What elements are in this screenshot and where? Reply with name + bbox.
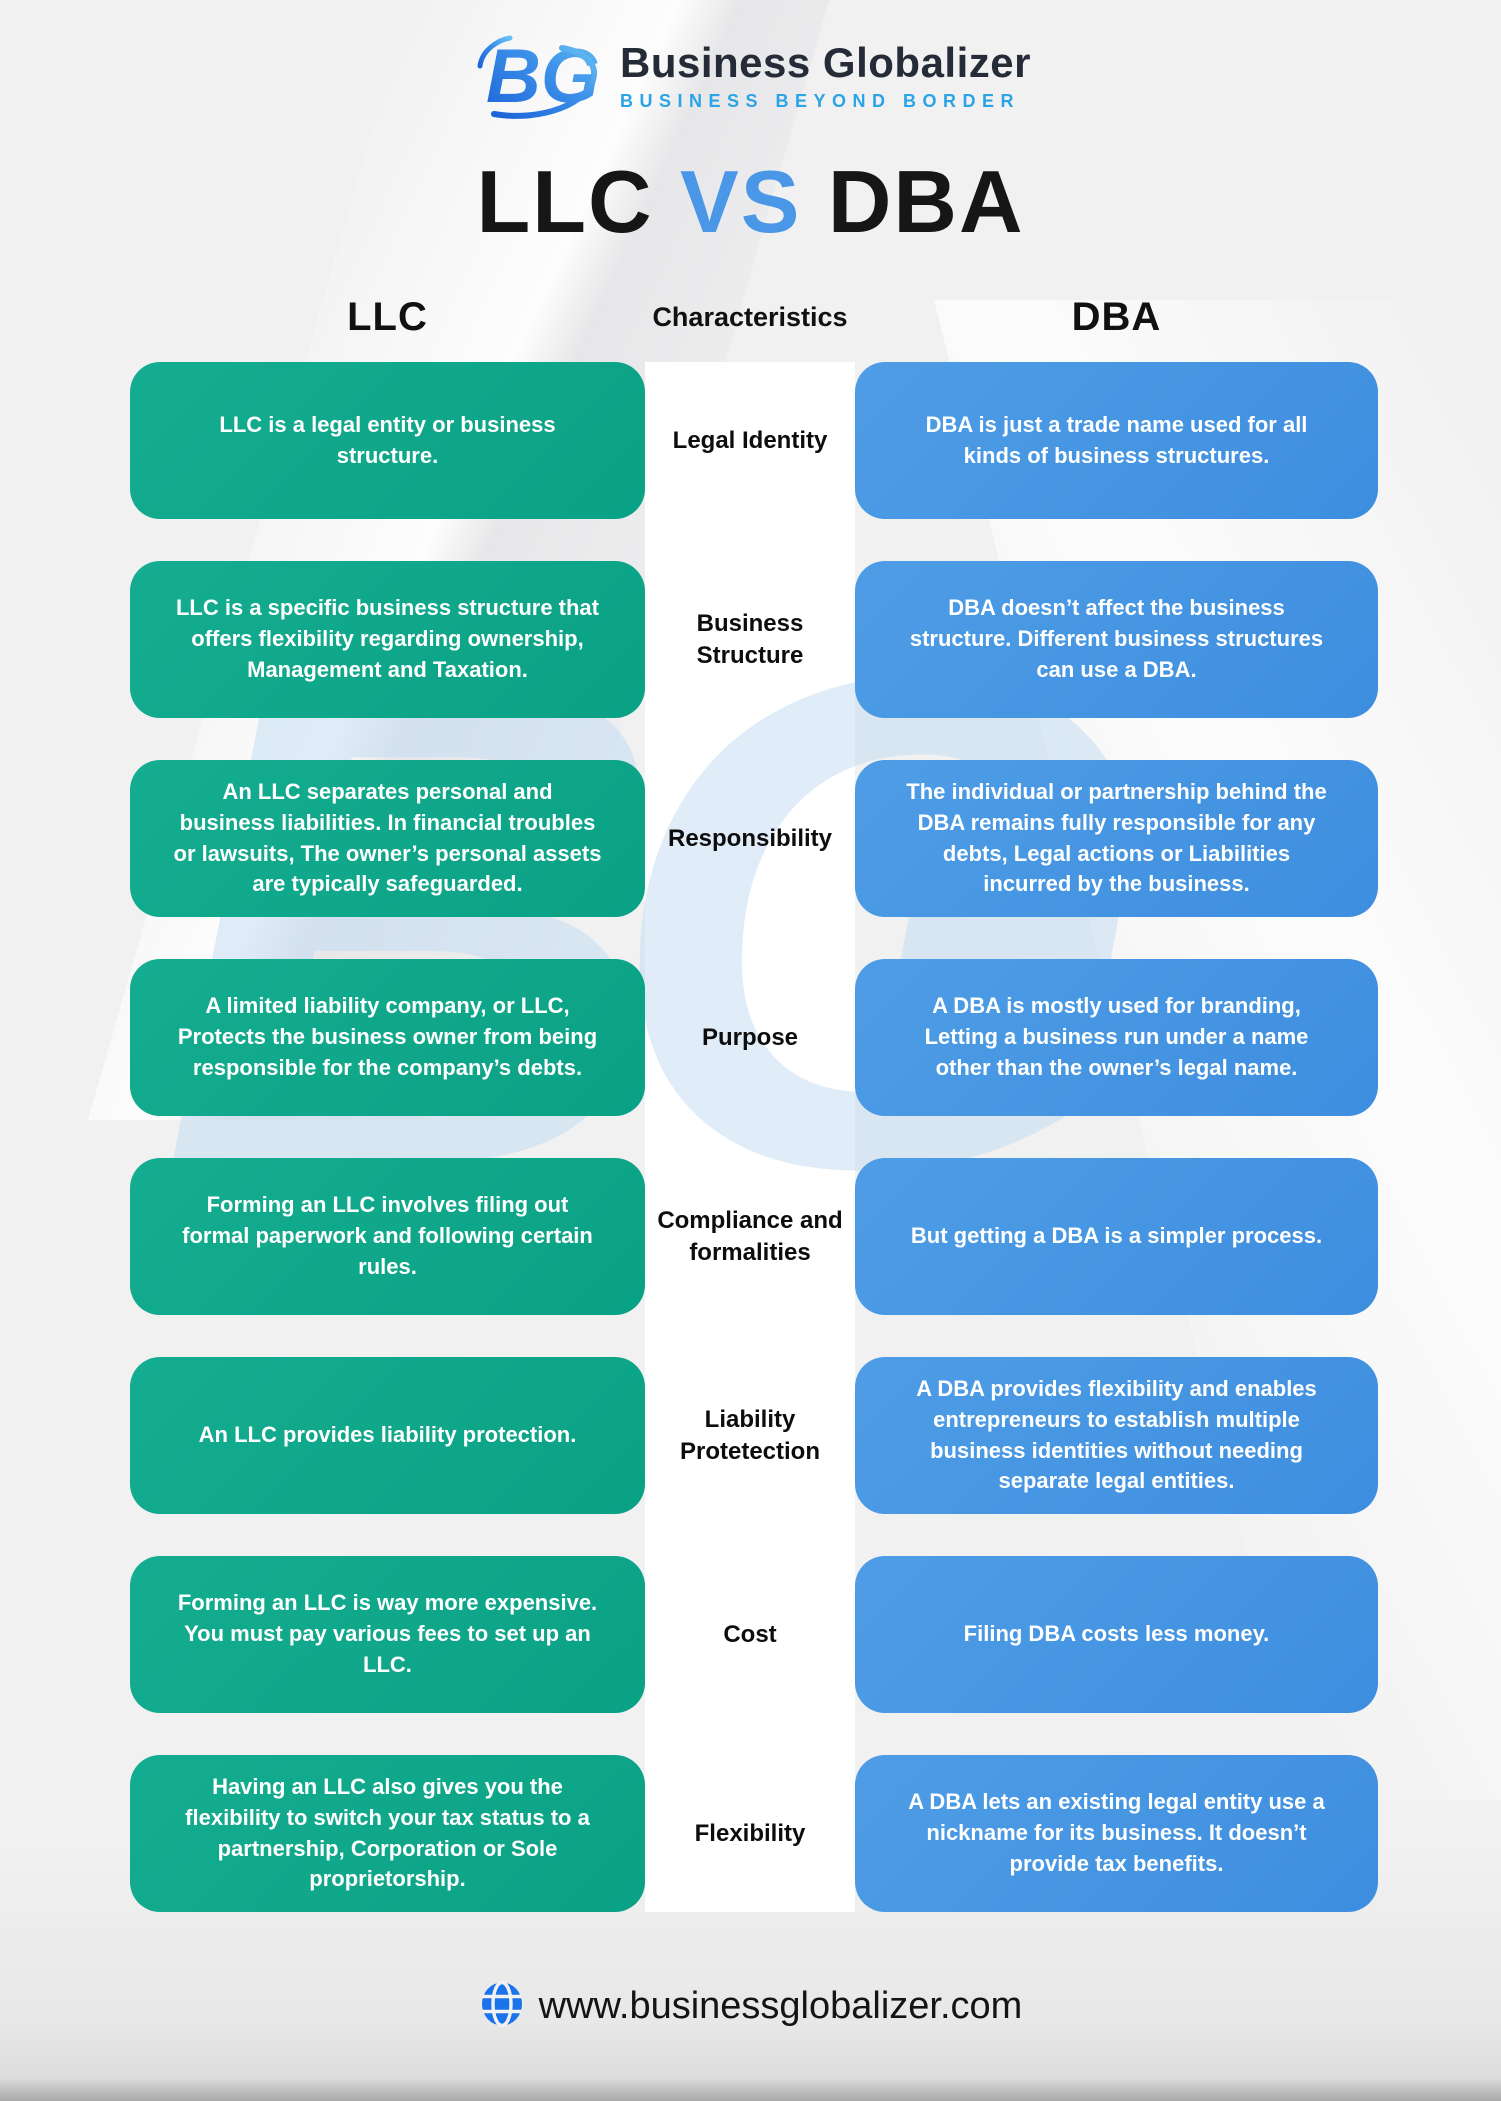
dba-cell-liability-protection: A DBA provides flexibility and enables e… [855,1357,1378,1514]
characteristic-label: Liability Protetection [679,1406,820,1465]
column-header-characteristics: Characteristics [652,301,848,332]
column-header-dba: DBA [1071,294,1162,339]
characteristics-column-strip [645,362,855,1912]
brand-text-block: Business Globalizer BUSINESS BEYOND BORD… [620,39,1031,112]
comparison-grid: LLC is a legal entity or business struct… [130,362,1378,1912]
page-title: LLC VS DBA [0,158,1501,246]
bg-logo-icon: BG [470,26,602,125]
llc-cell-compliance: Forming an LLC involves filing out forma… [130,1158,645,1315]
llc-cell-cost: Forming an LLC is way more expensive. Yo… [130,1556,645,1713]
llc-cell-purpose: A limited liability company, or LLC, Pro… [130,959,645,1116]
column-headers: LLC Characteristics DBA [130,288,1378,346]
footer: www.businessglobalizer.com [0,1980,1501,2033]
dba-cell-flexibility: A DBA lets an existing legal entity use … [855,1755,1378,1912]
llc-cell-business-structure: LLC is a specific business structure tha… [130,561,645,718]
dba-cell-cost: Filing DBA costs less money. [855,1556,1378,1713]
svg-text:BG: BG [486,34,600,119]
globe-icon [479,1980,525,2033]
characteristic-label: Legal Identity [672,426,828,454]
title-dba: DBA [827,152,1025,251]
brand-name: Business Globalizer [620,39,1031,86]
llc-cell-liability-protection: An LLC provides liability protection. [130,1357,645,1514]
comparison-table: BG LLC is a legal entity or business str… [130,362,1378,1912]
brand-tagline: BUSINESS BEYOND BORDER [620,91,1021,111]
dba-cell-compliance: But getting a DBA is a simpler process. [855,1158,1378,1315]
characteristic-label: Responsibility [667,824,833,852]
characteristic-label: Cost [723,1620,777,1648]
bottom-edge-band [0,2079,1501,2101]
characteristic-label: Flexibility [694,1819,806,1847]
website-url: www.businessglobalizer.com [538,1985,1023,2027]
column-header-llc: LLC [347,294,428,339]
title-llc: LLC [476,152,654,251]
brand-header: BG Business Globalizer BUSINESS BEYOND B… [0,26,1501,125]
llc-cell-legal-identity: LLC is a legal entity or business struct… [130,362,645,519]
dba-cell-legal-identity: DBA is just a trade name used for all ki… [855,362,1378,519]
characteristic-label: Compliance and formalities [657,1207,843,1266]
dba-cell-purpose: A DBA is mostly used for branding, Letti… [855,959,1378,1116]
llc-cell-flexibility: Having an LLC also gives you the flexibi… [130,1755,645,1912]
dba-cell-business-structure: DBA doesn’t affect the business structur… [855,561,1378,718]
characteristic-label: Purpose [701,1023,799,1051]
title-vs: VS [680,152,802,251]
llc-cell-responsibility: An LLC separates personal and business l… [130,760,645,917]
characteristic-label: Business Structure [696,610,804,669]
dba-cell-responsibility: The individual or partnership behind the… [855,760,1378,917]
